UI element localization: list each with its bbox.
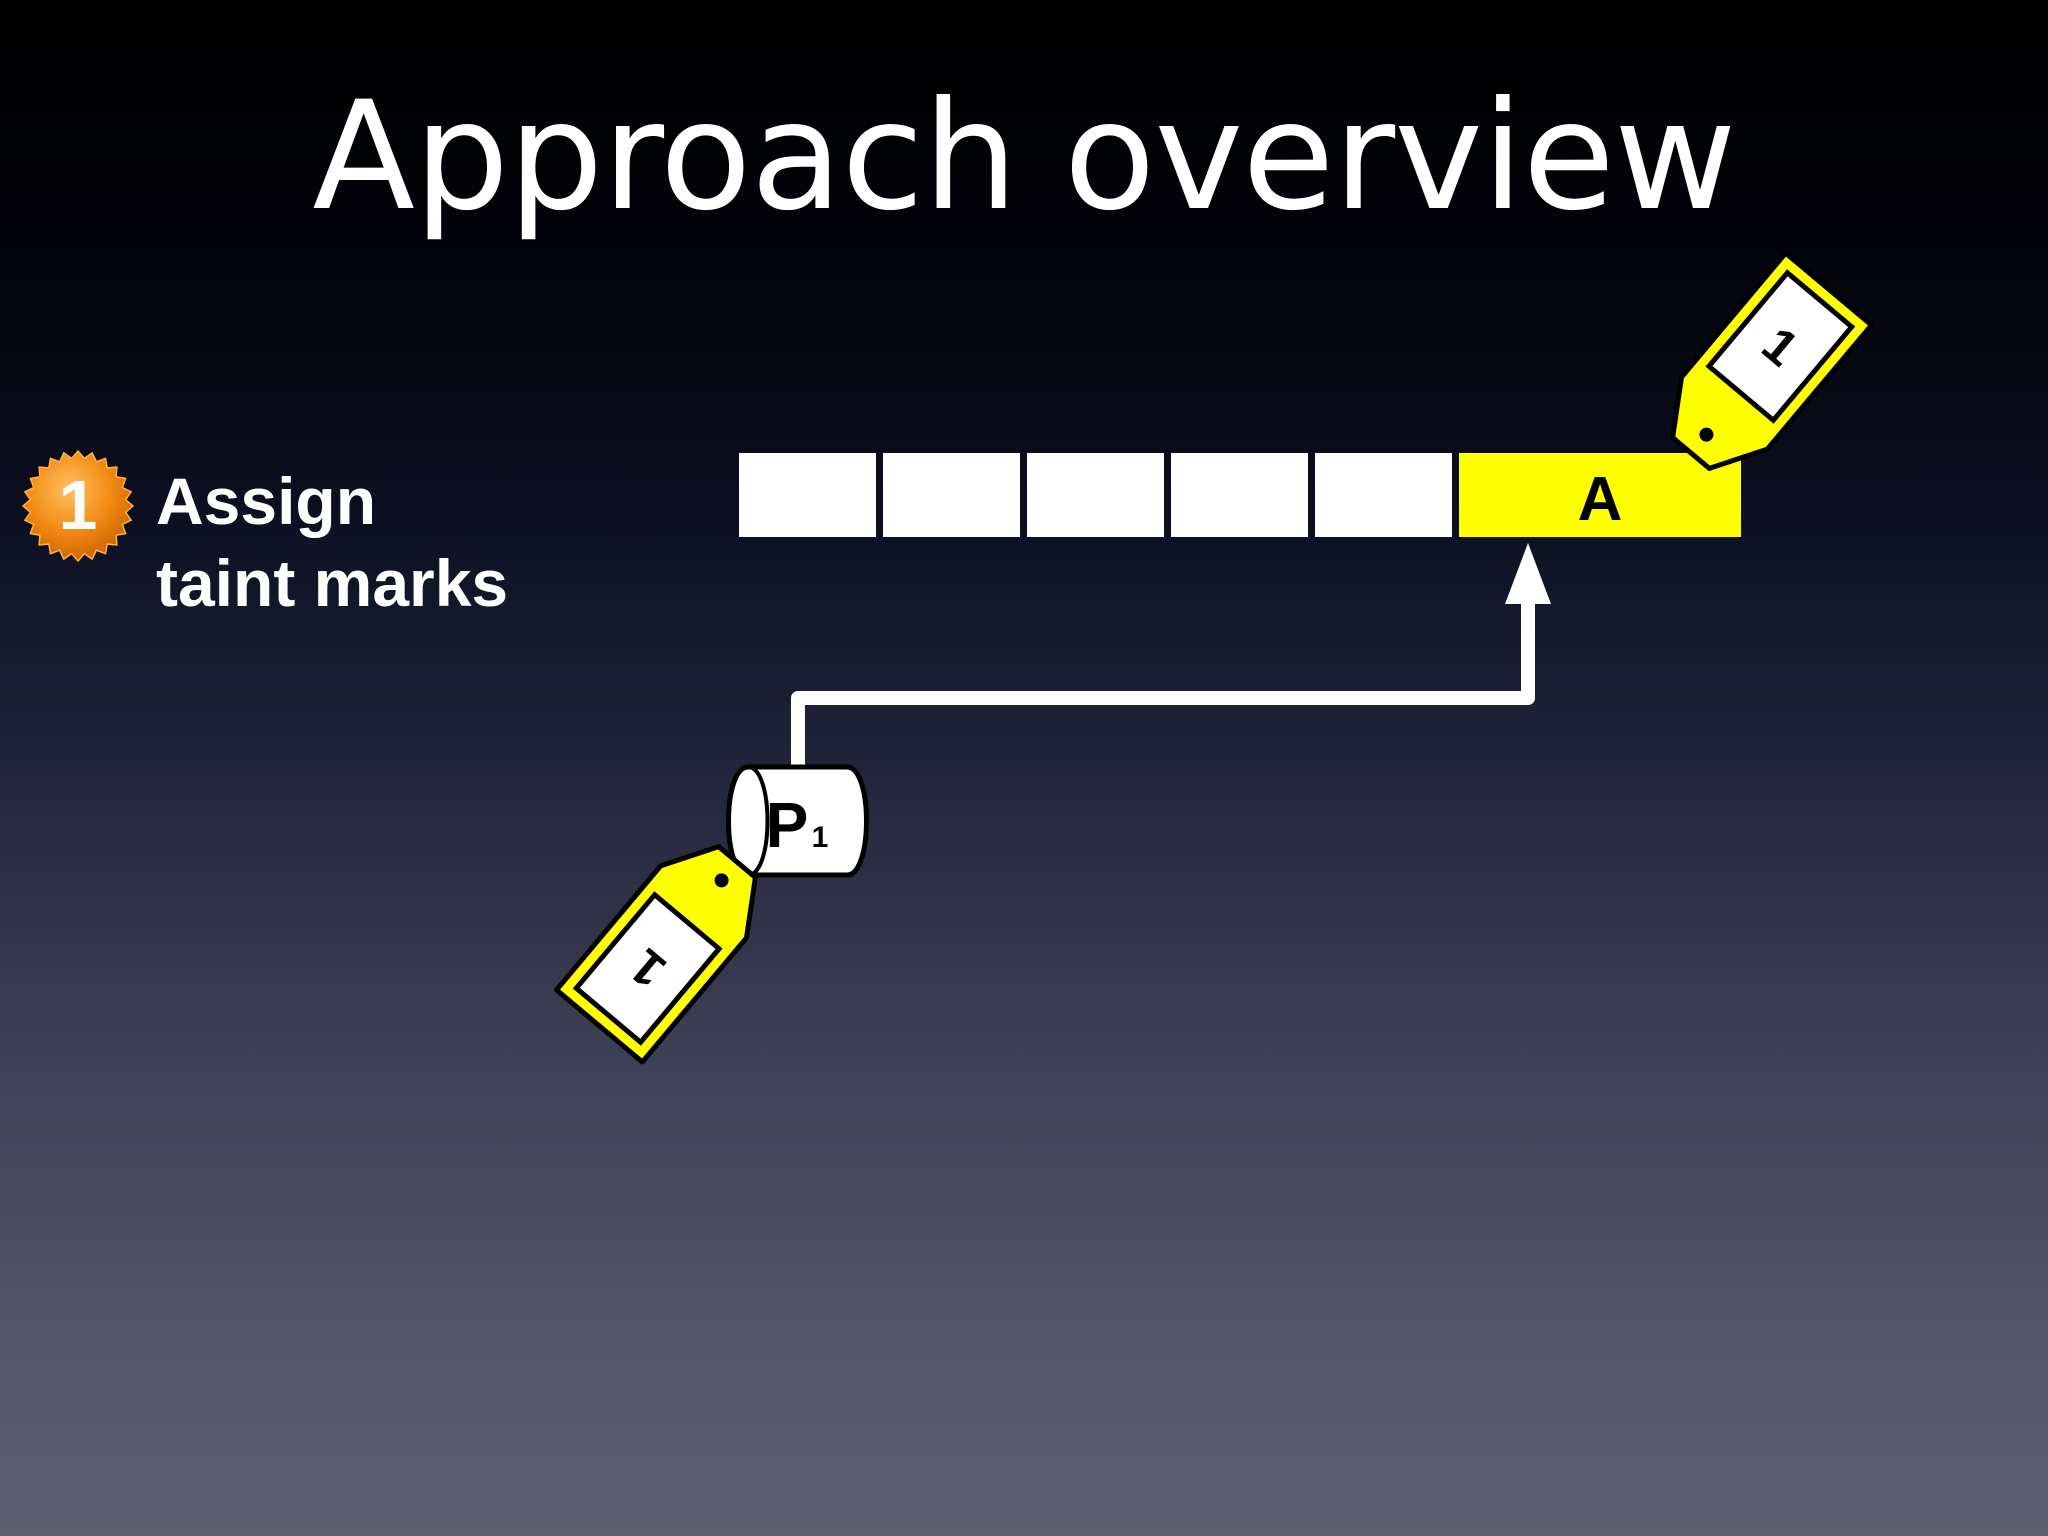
taint-tag-on-a: 1 (1670, 250, 1874, 471)
step-label-line-1: Assign (156, 464, 377, 538)
memory-cell-2 (883, 453, 1020, 537)
source-subscript: 1 (812, 821, 829, 854)
memory-cell-5 (1315, 453, 1452, 537)
source-label: P (766, 789, 809, 861)
memory-cell-3 (1027, 453, 1164, 537)
step-number: 1 (59, 466, 98, 544)
memory-cell-a (1459, 453, 1741, 537)
data-flow-arrow (791, 543, 1551, 777)
memory-cell-1 (739, 453, 876, 537)
memory-cell-a-label: A (1578, 465, 1623, 534)
step-number-badge-icon: 1 (22, 450, 134, 562)
slide-title: Approach overview (312, 70, 1736, 244)
arrowhead-icon (1505, 543, 1551, 604)
memory-cell-4 (1171, 453, 1308, 537)
taint-tag-on-p1: 1 (554, 844, 758, 1065)
step-label-line-2: taint marks (156, 546, 509, 620)
memory-array: A (739, 453, 1741, 537)
source-p1-drum: P 1 (726, 764, 869, 878)
step-label: Assign taint marks (156, 460, 508, 624)
